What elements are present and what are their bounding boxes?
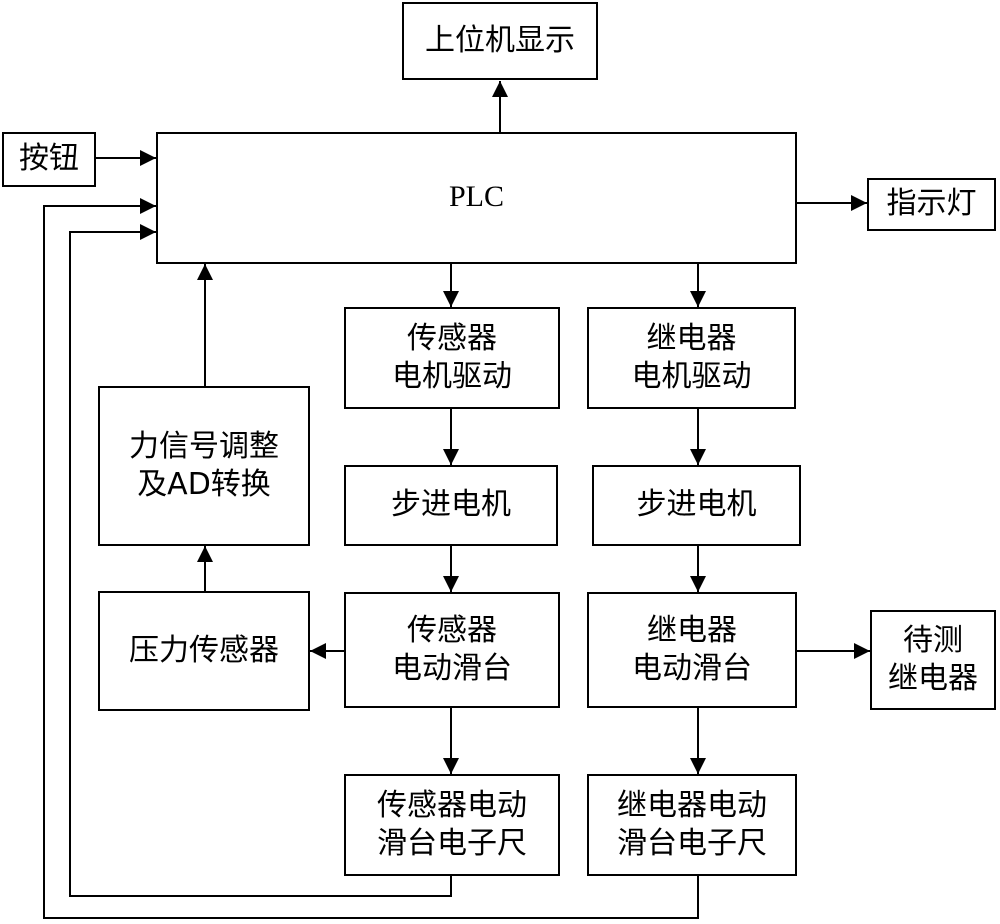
button-label: 按钮 <box>19 141 79 177</box>
relay-slide-ruler-line1: 继电器电动 <box>617 787 767 823</box>
plc-box: PLC <box>156 132 797 264</box>
sensor-slide-ruler-line1: 传感器电动 <box>377 787 527 823</box>
sensor-stepper-motor-label: 步进电机 <box>391 487 511 523</box>
force-signal-adjust-line2: 及AD转换 <box>137 467 271 502</box>
relay-motor-driver-box: 继电器 电机驱动 <box>587 307 796 409</box>
sensor-motor-driver-line1: 传感器 <box>407 320 497 356</box>
sensor-motor-driver-line2: 电机驱动 <box>392 359 512 394</box>
force-signal-adjust-box: 力信号调整 及AD转换 <box>98 386 310 546</box>
relay-slide-ruler-box: 继电器电动 滑台电子尺 <box>587 774 797 876</box>
relay-slide-box: 继电器 电动滑台 <box>587 592 797 708</box>
sensor-slide-ruler-box: 传感器电动 滑台电子尺 <box>344 774 560 876</box>
indicator-label: 指示灯 <box>886 186 977 222</box>
host-display-box: 上位机显示 <box>402 2 598 80</box>
relay-motor-driver-line2: 电机驱动 <box>631 359 752 394</box>
indicator-box: 指示灯 <box>867 178 996 231</box>
feedback-relay-ruler-to-plc <box>43 198 699 919</box>
button-box: 按钮 <box>2 132 96 187</box>
feedback-sensor-ruler-to-plc <box>69 224 452 897</box>
plc-label: PLC <box>448 180 505 213</box>
sensor-motor-driver-box: 传感器 电机驱动 <box>344 307 560 409</box>
relay-stepper-motor-label: 步进电机 <box>636 487 757 523</box>
sensor-slide-line1: 传感器 <box>407 612 497 648</box>
force-signal-adjust-line1: 力信号调整 <box>129 428 279 464</box>
relay-slide-line2: 电动滑台 <box>632 651 752 686</box>
relay-under-test-line2: 继电器 <box>888 661 978 696</box>
relay-stepper-motor-box: 步进电机 <box>592 465 801 546</box>
pressure-sensor-label: 压力传感器 <box>129 632 279 668</box>
host-display-label: 上位机显示 <box>425 22 575 58</box>
sensor-slide-line2: 电动滑台 <box>392 651 512 686</box>
relay-slide-ruler-line2: 滑台电子尺 <box>617 826 767 861</box>
sensor-stepper-motor-box: 步进电机 <box>344 465 558 546</box>
relay-under-test-box: 待测 继电器 <box>870 610 996 710</box>
pressure-sensor-box: 压力传感器 <box>98 591 310 711</box>
relay-under-test-line1: 待测 <box>903 622 963 658</box>
sensor-slide-ruler-line2: 滑台电子尺 <box>377 826 527 861</box>
relay-slide-line1: 继电器 <box>647 612 737 648</box>
relay-motor-driver-line1: 继电器 <box>646 320 737 356</box>
sensor-slide-box: 传感器 电动滑台 <box>344 592 560 708</box>
